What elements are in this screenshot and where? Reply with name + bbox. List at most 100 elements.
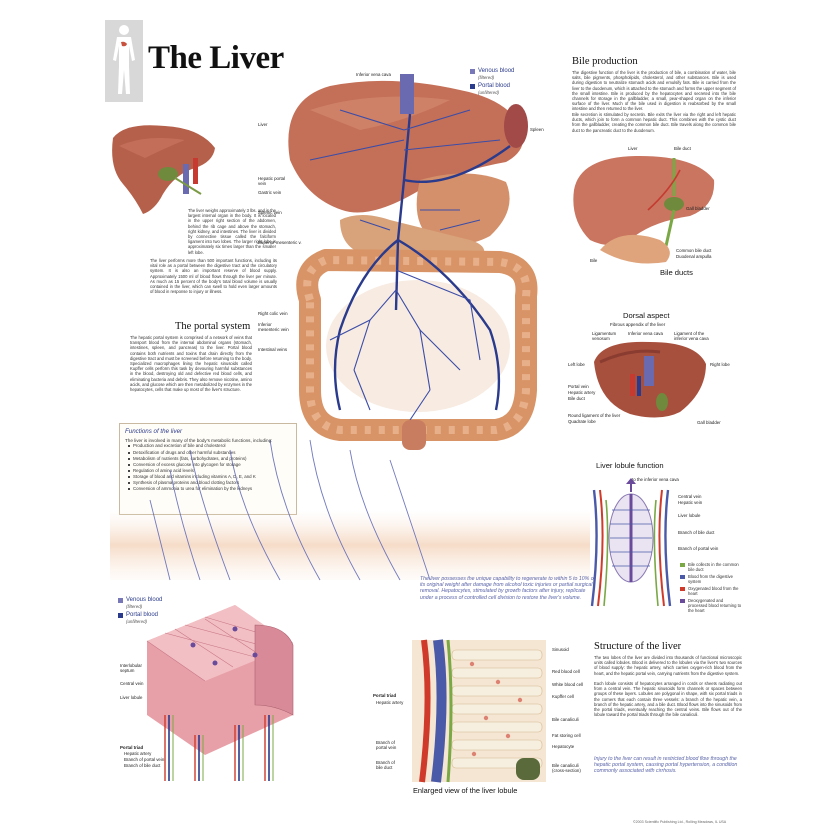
dorsal-label-round-ligament: Round ligament of the liver — [568, 413, 621, 418]
label-spleen: Spleen — [530, 127, 544, 132]
structure-text-2: Each lobule consists of hepatocytes arra… — [594, 681, 742, 718]
dorsal-label-left-lobe: Left lobe — [568, 362, 585, 367]
function-item: Detoxification of drugs and other harmfu… — [128, 450, 291, 456]
page-title: The Liver — [148, 40, 284, 76]
bile-text-1: The digestive function of the liver is t… — [572, 70, 736, 112]
legend-bottom: Venous blood (filtered) Portal blood (un… — [118, 597, 162, 624]
dorsal-label-fibrous: Fibrous appendix of the liver — [610, 322, 666, 327]
label-hepatic-portal-vein: Hepatic portal vein — [258, 176, 286, 186]
lobule-legend: Bile collects in the common bile duct Bl… — [680, 562, 742, 613]
label-ivc: Inferior vena cava — [356, 72, 391, 77]
portal-system-text: The hepatic portal system is comprised o… — [130, 335, 252, 393]
enlarged-label-portal-triad: Portal triad — [373, 693, 397, 698]
enlarged-label-bile-canaliculi: Bile canaliculi — [552, 717, 579, 722]
lower-label-hepatic-artery: Hepatic artery — [124, 751, 152, 756]
tissue-band-illustration — [110, 439, 590, 581]
oxygenated-blood-swatch — [680, 587, 685, 591]
lobule-label-branch-bile-duct: Branch of bile duct — [678, 530, 715, 535]
bile-heading: Bile production — [572, 56, 638, 67]
lobule-legend-item: Deoxygenated and processed blood returni… — [680, 598, 742, 613]
lower-label-branch-portal-vein: Branch of portal vein — [124, 757, 165, 762]
regeneration-note: The liver possesses the unique capabilit… — [420, 576, 596, 601]
label-liver: Liver — [258, 122, 268, 127]
label-gastric-vein: Gastric vein — [258, 190, 282, 195]
function-item: Metabolism of nutrients (fats, carbohydr… — [128, 456, 291, 462]
function-item: Regulation of amino acid levels — [128, 468, 291, 474]
lobule-function-heading: Liver lobule function — [596, 461, 664, 470]
portal-system-heading: The portal system — [175, 321, 251, 332]
lobule-label-branch-portal-vein: Branch of portal vein — [678, 546, 719, 551]
lobule-label-hepatic-vein: Hepatic vein — [678, 500, 703, 505]
enlarged-label-hepatocyte: Hepatocyte — [552, 744, 575, 749]
bile-label-common-bile-duct: Common bile duct — [676, 248, 712, 253]
functions-intro: The liver is involved in many of the bod… — [125, 438, 273, 443]
function-item: Conversion of ammonia to urea for elimin… — [128, 486, 291, 492]
lobule-function-diagram — [590, 478, 672, 607]
digestive-blood-swatch — [680, 575, 685, 579]
label-superior-mesenteric: Superior mesenteric v. — [258, 240, 302, 245]
enlarged-label-red-blood-cell: Red blood cell — [552, 669, 580, 674]
lobule-label-liver-lobule: Liver lobule — [678, 513, 701, 518]
lower-label-branch-bile-duct: Branch of bile duct — [124, 763, 161, 768]
enlarged-label-bile-canaliculi-cross: Bile canaliculi (cross-section) — [552, 763, 581, 773]
bile-label-gall-bladder: Gall bladder — [686, 206, 710, 211]
portal-swatch — [118, 613, 123, 618]
bile-label-duodenal-ampulla: Duodenal ampulla — [676, 254, 712, 259]
lobule-label-central-vein: Central vein — [678, 494, 702, 499]
enlarged-lobule-illustration — [412, 639, 546, 783]
bile-label-liver: Liver — [628, 146, 638, 151]
bile-label-bile-duct: Bile duct — [674, 146, 691, 151]
lobule-legend-item: Bile collects in the common bile duct — [680, 562, 742, 572]
venous-swatch — [470, 69, 475, 74]
dorsal-heading: Dorsal aspect — [623, 311, 670, 320]
portal-swatch — [470, 84, 475, 89]
label-inferior-mesenteric-vein: Inferior mesenteric vein — [258, 322, 289, 332]
dorsal-label-ligamentum-venosum: Ligamentum venosum — [592, 331, 617, 341]
bile-ducts-caption: Bile ducts — [660, 268, 693, 277]
enlarged-label-kupffer-cell: Kupffer cell — [552, 694, 574, 699]
enlarged-label-branch-bile-duct: Branch of bile duct — [376, 760, 395, 770]
lobule-legend-item: Oxygenated blood from the heart — [680, 586, 742, 596]
function-item: Conversion of excess glucose into glycog… — [128, 462, 291, 468]
dorsal-label-right-lobe: Right lobe — [710, 362, 730, 367]
enlarged-label-hepatic-artery: Hepatic artery — [376, 700, 404, 705]
lower-label-interlobular-septum: Interlobular septum — [120, 663, 142, 673]
lower-label-central-vein: Central vein — [120, 681, 144, 686]
lower-label-liver-lobule: Liver lobule — [120, 695, 143, 700]
bile-swatch — [680, 563, 685, 567]
enlarged-label-sinusoid: Sinusoid — [552, 647, 569, 652]
structure-heading: Structure of the liver — [594, 641, 682, 652]
legend-portal: Portal blood — [470, 83, 514, 90]
function-item: Synthesis of plasma proteins and blood c… — [128, 480, 291, 486]
intro-text: The liver weighs approximately 3 lbs. an… — [188, 208, 276, 255]
deoxygenated-blood-swatch — [680, 599, 685, 603]
legend-venous: Venous blood — [470, 68, 514, 75]
legend-top: Venous blood (filtered) Portal blood (un… — [470, 68, 514, 95]
lobule-legend-item: Blood from the digestive system — [680, 574, 742, 584]
label-splenic-vein: Splenic vein — [258, 210, 282, 215]
enlarged-label-branch-portal-vein: Branch of portal vein — [376, 740, 397, 750]
function-item: Production and excretion of bile and cho… — [128, 443, 291, 449]
venous-swatch — [118, 598, 123, 603]
liver-intro-illustration — [112, 125, 215, 214]
intro-text-2: The liver performs more than 500 importa… — [150, 258, 277, 295]
dorsal-label-hepatic-artery: Hepatic artery — [568, 390, 596, 395]
function-item: Storage of blood and vitamins including … — [128, 474, 291, 480]
dorsal-label-ligament-ivc: Ligament of the inferior vena cava — [674, 331, 709, 341]
enlarged-caption: Enlarged view of the liver lobule — [413, 786, 518, 795]
bile-text-2: Bile secretion is stimulated by secretin… — [572, 112, 736, 133]
injury-note: Injury to the liver can result in restri… — [594, 756, 738, 775]
functions-list: Production and excretion of bile and cho… — [128, 443, 291, 492]
dorsal-label-quadrate-lobe: Quadrate lobe — [568, 419, 596, 424]
lobule-to-ivc: to the inferior vena cava — [632, 477, 679, 482]
legend-venous-bottom: Venous blood — [118, 597, 162, 604]
enlarged-label-white-blood-cell: White blood cell — [552, 682, 583, 687]
dorsal-liver-illustration — [594, 341, 706, 418]
dorsal-label-bile-duct: Bile duct — [568, 396, 585, 401]
body-silhouette-icon — [113, 25, 135, 94]
human-body-icon — [105, 20, 143, 102]
bile-label-bile: Bile — [590, 258, 598, 263]
lobule-block-illustration — [146, 605, 294, 781]
label-right-colic-vein: Right colic vein — [258, 311, 288, 316]
lower-label-portal-triad: Portal triad — [120, 745, 144, 750]
